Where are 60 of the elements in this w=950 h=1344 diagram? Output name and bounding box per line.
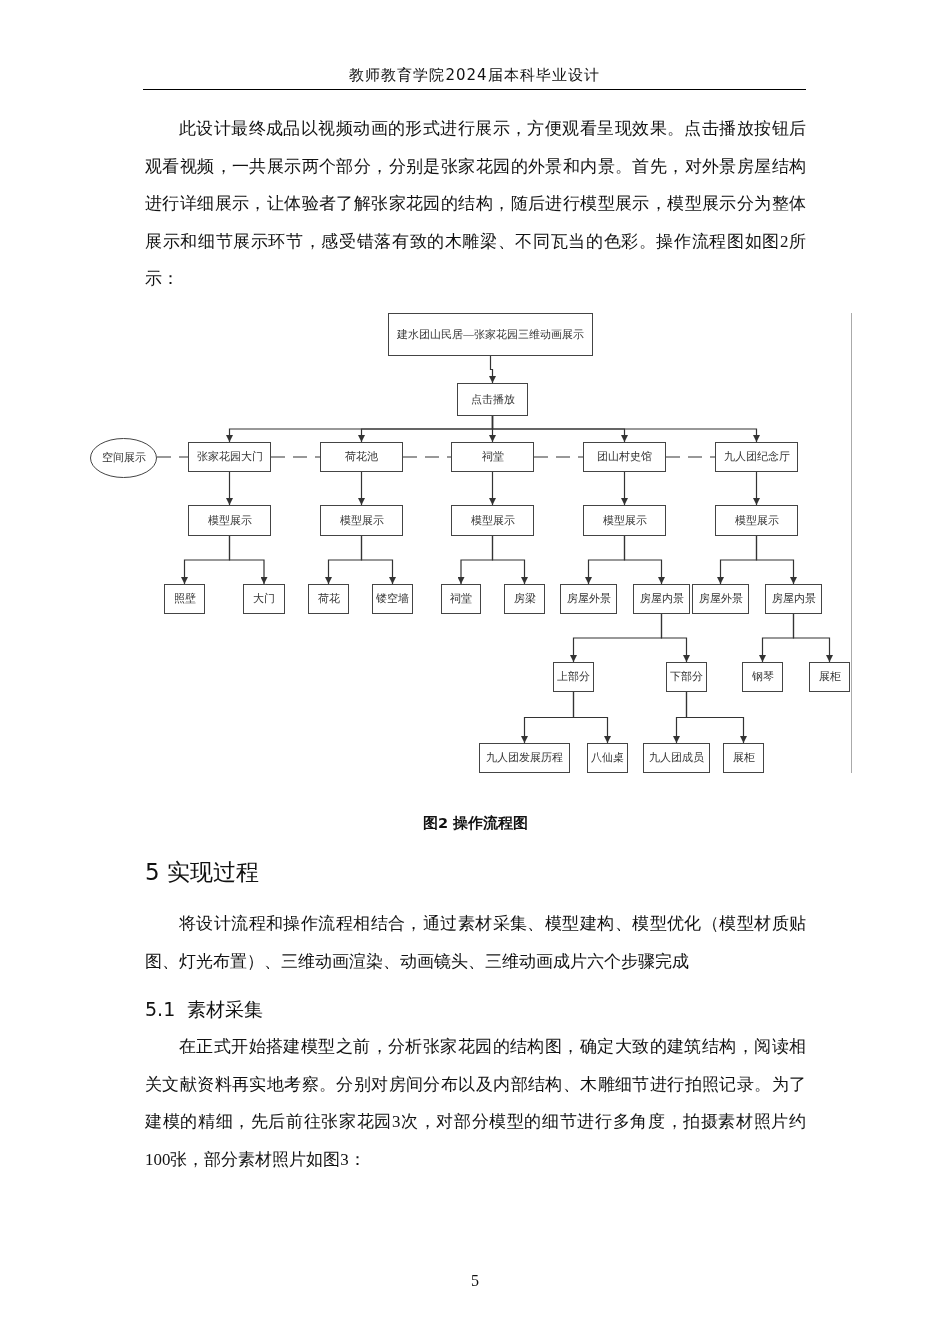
dashed-line — [533, 456, 584, 458]
process-box: 模型展示 — [320, 505, 403, 536]
arrow — [621, 471, 628, 506]
process-box: 钢琴 — [742, 662, 783, 692]
dashed-line — [402, 456, 452, 458]
page-header: 教师教育学院2024届本科毕业设计 — [348, 66, 601, 85]
process-box: 房屋内景 — [633, 584, 690, 614]
page-number: 5 — [470, 1272, 480, 1290]
process-box: 房屋外景 — [692, 584, 749, 614]
process-box: 照壁 — [164, 584, 205, 614]
process-box: 展柜 — [809, 662, 850, 692]
process-box: 模型展示 — [188, 505, 271, 536]
arrow — [755, 535, 797, 585]
dashed-line — [665, 456, 716, 458]
process-box: 团山村史馆 — [583, 442, 666, 472]
process-box: 模型展示 — [715, 505, 798, 536]
paragraph: 在正式开始搭建模型之前，分析张家花园的结构图，确定大致的建筑结构，阅读相关文献资料再实地考察。分别对房间分布以及内部结构、木雕细节进行拍照记录。为了建模的精细，先后前往张家花园3次，对部分模型的细节进行多角度，拍摄素材照片约100张，部分素材照片如图3： — [145, 1036, 806, 1171]
process-box: 镂空墙 — [372, 584, 413, 614]
process-box: 九人团成员 — [643, 743, 710, 773]
process-box: 张家花园大门 — [188, 442, 271, 472]
process-box: 建水团山民居—张家花园三维动画展示 — [388, 313, 593, 356]
arrow — [753, 471, 760, 506]
paragraph: 此设计最终成品以视频动画的形式进行展示，方便观看呈现效果。点击播放按钮后观看视频，一共展示两个部分，分别是张家花园的外景和内景。首先，对外景房屋结构进行详细展示，让体验者了解张家花园的结构，随后进行模型展示，模型展示分为整体展示和细节展示环节，感受错落有致的木雕梁、不同瓦当的色彩。操作流程图如图2所示： — [145, 118, 806, 291]
ellipse-node: 空间展示 — [90, 438, 157, 478]
dashed-line — [270, 456, 321, 458]
arrow — [660, 613, 690, 663]
arrow — [489, 471, 496, 506]
arrow — [491, 415, 760, 443]
arrow — [572, 691, 611, 744]
process-box: 九人团发展历程 — [479, 743, 570, 773]
arrow — [491, 535, 528, 585]
process-box: 祠堂 — [451, 442, 534, 472]
paragraph: 将设计流程和操作流程相结合，通过素材采集、模型建构、模型优化（模型材质贴图、灯光布置）、三维动画渲染、动画镜头、三维动画成片六个步骤完成 — [145, 913, 806, 973]
figure-caption: 图2 操作流程图 — [421, 814, 530, 833]
process-box: 八仙桌 — [587, 743, 628, 773]
process-box: 大门 — [243, 584, 285, 614]
arrow — [685, 691, 747, 744]
dashed-line — [156, 456, 189, 458]
section-heading: 5 实现过程 — [145, 858, 259, 887]
process-box: 荷花池 — [320, 442, 403, 472]
process-box: 房屋外景 — [560, 584, 617, 614]
arrow — [792, 613, 833, 663]
arrow — [360, 535, 396, 585]
arrow — [489, 355, 496, 384]
process-box: 荷花 — [308, 584, 349, 614]
arrow — [226, 471, 233, 506]
arrow — [358, 471, 365, 506]
process-box: 点击播放 — [457, 383, 528, 416]
process-box: 模型展示 — [583, 505, 666, 536]
arrow — [623, 535, 665, 585]
arrow — [228, 535, 268, 585]
process-box: 模型展示 — [451, 505, 534, 536]
process-box: 九人团纪念厅 — [715, 442, 798, 472]
process-box: 房梁 — [504, 584, 545, 614]
process-box: 祠堂 — [441, 584, 481, 614]
process-box: 上部分 — [553, 662, 594, 692]
process-box: 展柜 — [723, 743, 764, 773]
process-box: 房屋内景 — [765, 584, 822, 614]
subsection-heading: 5.1 素材采集 — [145, 997, 264, 1022]
process-box: 下部分 — [666, 662, 707, 692]
